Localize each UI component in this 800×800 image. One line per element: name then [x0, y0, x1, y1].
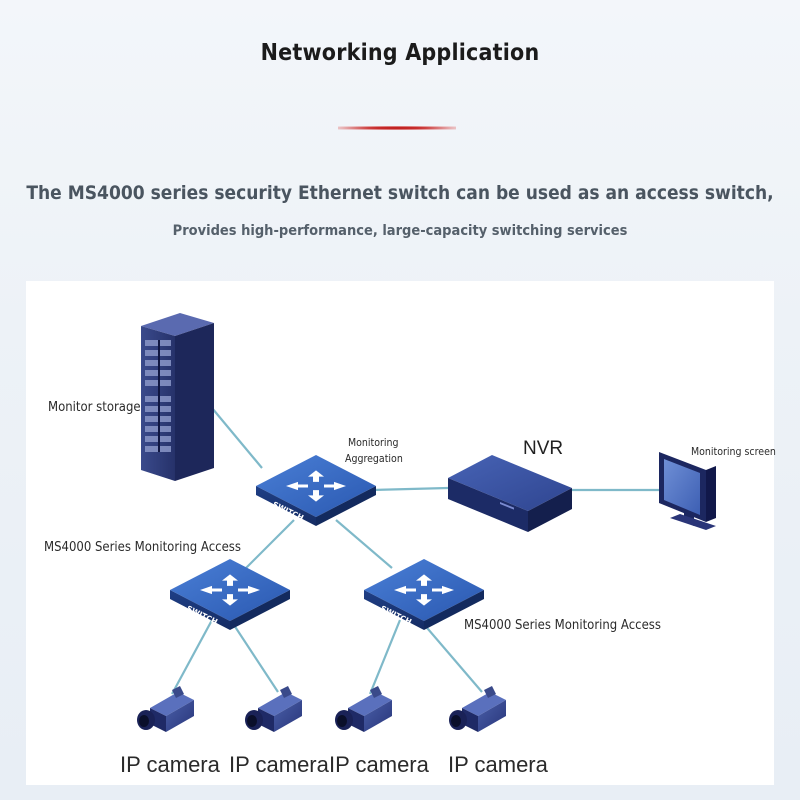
- link-access-right-camera-3: [368, 619, 402, 695]
- camera-label-4: IP camera: [448, 752, 548, 777]
- ip-camera-icon-2: [245, 686, 302, 732]
- aggregation-label-line2: Aggregation: [345, 453, 403, 465]
- link-access-left-camera-1: [171, 619, 213, 695]
- link-access-left-camera-2: [231, 621, 279, 693]
- link-access-right-camera-4: [421, 621, 483, 693]
- ip-camera-icon-4: [449, 686, 506, 732]
- ip-camera-icon-1: [137, 686, 194, 732]
- page-title: Networking Application: [260, 40, 540, 66]
- aggregation-label-line1: Monitoring: [348, 437, 399, 449]
- access-left-switch-icon: SWITCH: [170, 559, 290, 630]
- ip-camera-icon-3: [335, 686, 392, 732]
- camera-label-3: IP camera: [329, 752, 429, 777]
- network-links: [171, 407, 662, 695]
- storage-label: Monitor storage: [48, 400, 141, 415]
- link-aggregation-nvr: [371, 486, 449, 492]
- access-right-switch-icon: SWITCH: [364, 559, 484, 630]
- camera-label-1: IP camera: [120, 752, 220, 777]
- camera-label-2: IP camera: [229, 752, 329, 777]
- page-description: Provides high-performance, large-capacit…: [172, 223, 628, 239]
- nvr-label: NVR: [523, 438, 564, 459]
- access-left-label: MS4000 Series Monitoring Access: [44, 540, 241, 555]
- screen-label: Monitoring screen: [691, 446, 776, 458]
- link-aggregation-access-right: [335, 519, 393, 569]
- nvr-icon: [448, 455, 572, 707]
- link-aggregation-access-left: [239, 519, 295, 575]
- link-storage-aggregation: [211, 407, 263, 469]
- access-right-label: MS4000 Series Monitoring Access: [464, 618, 661, 633]
- title-divider: [338, 126, 456, 130]
- aggregation-switch-icon: SWITCH: [256, 455, 376, 526]
- page-subtitle: The MS4000 series security Ethernet swit…: [26, 182, 774, 204]
- storage-rack-icon: [141, 313, 214, 481]
- monitoring-screen-icon: [659, 452, 716, 530]
